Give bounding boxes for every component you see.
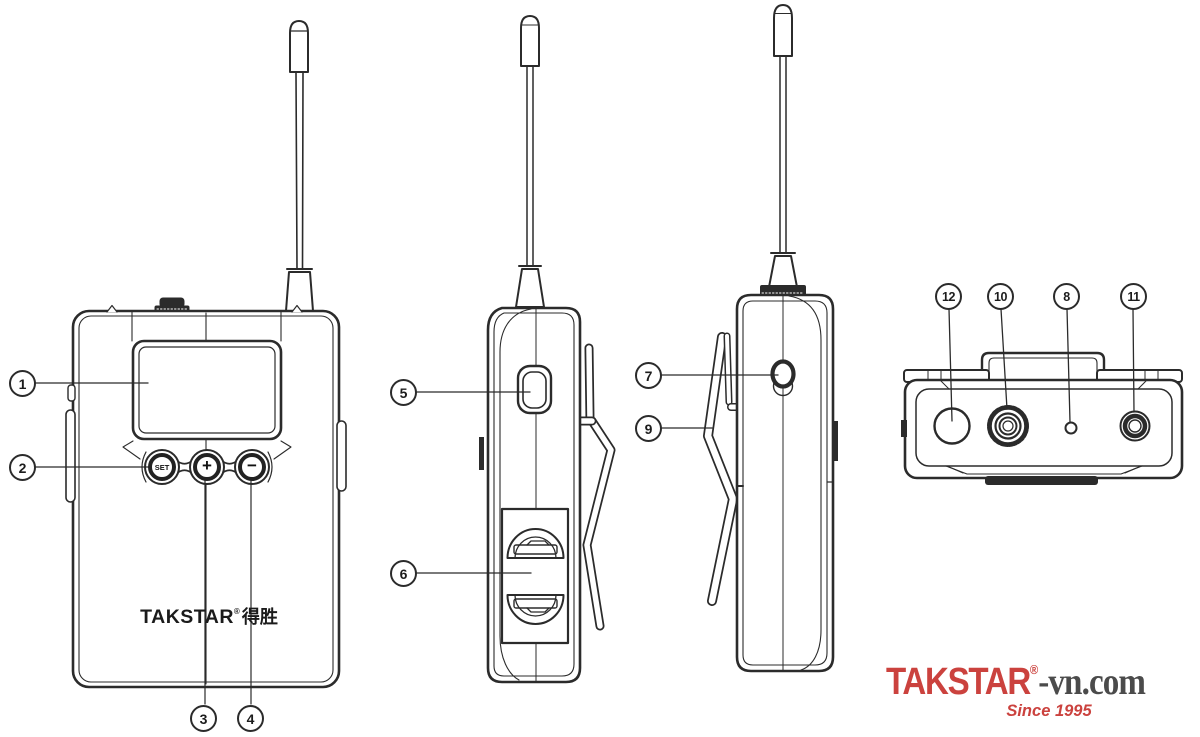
callout-11: 11 [1120,283,1147,310]
pinhole [1064,421,1078,435]
left-side-rail [65,409,76,503]
right-side-view [703,4,838,673]
callout-3: 3 [190,705,217,732]
leader-line-11 [1132,308,1135,413]
callout-2: 2 [9,454,36,481]
site-logo-tagline: Since 1995 [1006,702,1092,720]
device-brand-text: TAKSTAR [140,606,234,628]
site-logo-line: TAKSTAR®-vn.com [886,660,1146,704]
leader-lines [34,308,1135,574]
oval-button [770,359,796,397]
callout-12: 12 [935,283,962,310]
site-logo: TAKSTAR®-vn.com Since 1995 [886,660,1184,721]
device-brand-cn-text: 得胜 [241,607,278,628]
leader-line-12 [948,308,953,422]
side-black-nub [479,437,484,470]
device-brand-reg-mark: ® [233,607,240,616]
left-side-nub [67,384,76,402]
side2-antenna [760,4,806,296]
callout-10: 10 [987,283,1014,310]
callout-9: 9 [635,415,662,442]
bottom-black-bar [985,476,1098,485]
threaded-connector [987,405,1029,447]
side2-black-nub [833,421,838,461]
plus-button: + [193,453,221,481]
site-logo-reg-mark: ® [1029,662,1039,677]
front-view [65,20,347,705]
front-antenna [285,20,314,312]
minus-button: − [238,453,266,481]
callout-6: 6 [390,560,417,587]
callout-8: 8 [1053,283,1080,310]
set-button: SET [148,453,176,481]
bottom-view [901,351,1184,485]
callout-5: 5 [390,379,417,406]
callout-7: 7 [635,362,662,389]
leader-line-10 [1000,308,1008,410]
site-logo-suffix: -vn.com [1038,661,1146,703]
left-side-view [479,15,616,684]
leader-line-8 [1066,308,1071,423]
callout-1: 1 [9,370,36,397]
side-antenna [515,15,545,308]
battery-door [500,507,570,645]
audio-jack [1119,410,1151,442]
power-button-side [516,364,553,415]
bottom-left-bump [901,420,907,437]
display-screen [131,339,283,441]
right-side-rail [336,420,347,492]
device-brand-logo: TAKSTAR®得胜 [118,603,300,629]
callout-4: 4 [237,705,264,732]
clip-hump [980,351,1106,383]
side2-body [735,293,835,673]
site-logo-brand: TAKSTAR [886,661,1031,703]
